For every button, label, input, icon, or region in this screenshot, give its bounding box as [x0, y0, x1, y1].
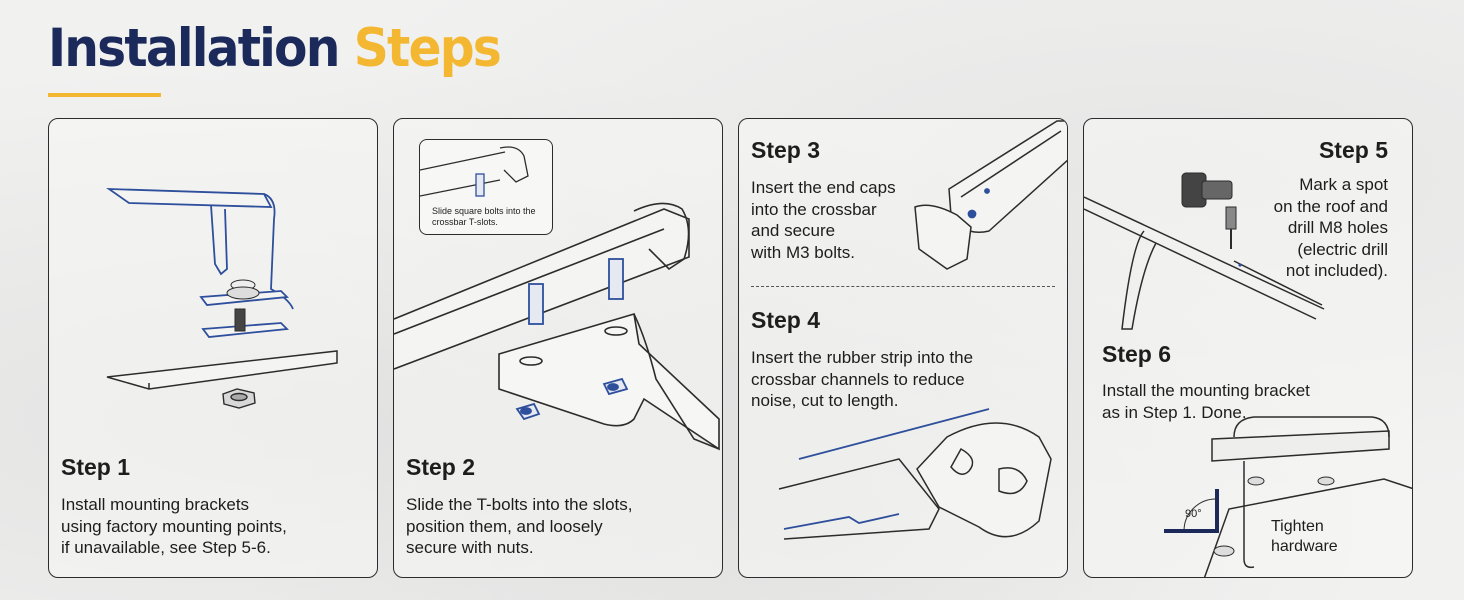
page-title: Installation Steps [48, 18, 502, 79]
step-5-title: Step 5 [1318, 137, 1388, 163]
mounting-bracket-illustration [106, 188, 338, 409]
step-1-title: Step 1 [61, 454, 131, 480]
step-4-description: Insert the rubber strip into the crossba… [751, 348, 974, 410]
callout-caption: Slide square bolts into the crossbar T-s… [432, 206, 536, 227]
title-part-steps: Steps [353, 18, 502, 79]
t-bolt-crossbar-illustration [394, 202, 720, 451]
step-3-4-panel: Step 3 Insert the end caps into the cros… [738, 118, 1068, 578]
step-6-title: Step 6 [1102, 341, 1172, 367]
step-2-description: Slide the T-bolts into the slots, positi… [406, 495, 633, 557]
step-4-title: Step 4 [751, 307, 821, 333]
step-3-title: Step 3 [751, 137, 821, 163]
step-2-panel: Slide square bolts into the crossbar T-s… [393, 118, 723, 578]
tighten-hardware-note: Tighten hardware [1271, 518, 1338, 555]
step-5-6-panel: Step 5 Mark a spot on the roof and drill… [1083, 118, 1413, 578]
title-part-installation: Installation [48, 18, 340, 79]
angle-label: 90° [1185, 508, 1202, 520]
step-1-description: Install mounting brackets using factory … [61, 495, 287, 557]
step-divider [751, 286, 1055, 287]
step-1-panel: Step 1 Install mounting brackets using f… [48, 118, 378, 578]
step-5-description: Mark a spot on the roof and drill M8 hol… [1273, 175, 1388, 280]
t-slot-callout: Slide square bolts into the crossbar T-s… [419, 139, 553, 235]
drill-and-bracket-illustration [1084, 172, 1412, 577]
step-2-title: Step 2 [406, 454, 476, 480]
t-slot-zoom-icon [420, 146, 529, 197]
step-3-description: Insert the end caps into the crossbar an… [751, 178, 896, 262]
step-6-description: Install the mounting bracket as in Step … [1102, 381, 1310, 422]
end-cap-and-rubber-strip-illustration [778, 120, 1067, 540]
title-underline [48, 93, 161, 97]
